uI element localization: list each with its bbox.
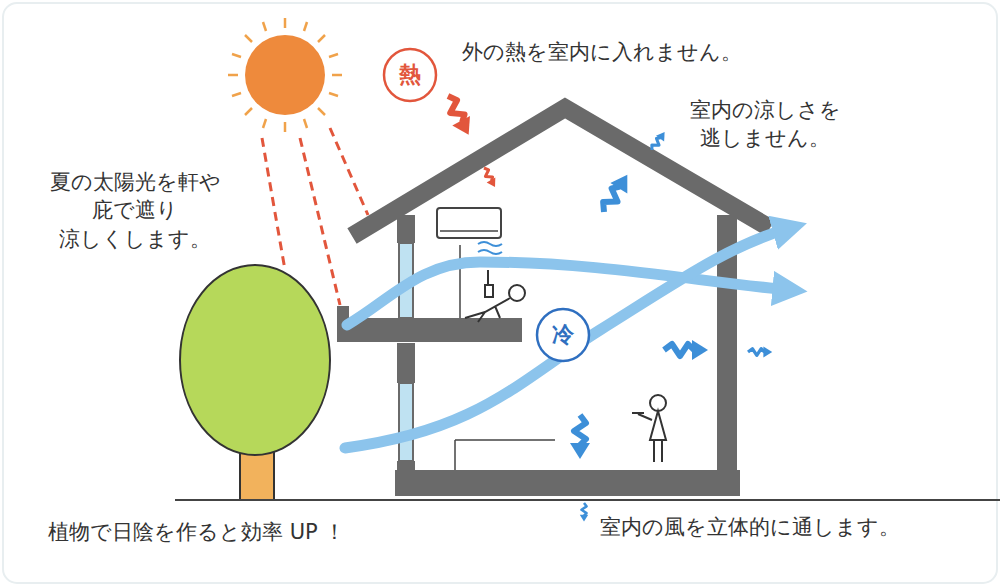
circle-badge: 熱 (382, 47, 438, 103)
note-text: 室内の風を立体的に通します。 (600, 513, 995, 541)
person-standing (632, 395, 666, 462)
note-text: 植物で日陰を作ると効率 UP ！ (48, 518, 508, 546)
heat-arrow (439, 91, 499, 189)
frame (3, 3, 997, 583)
circle-shape (384, 49, 436, 101)
badge-text: 冷 (552, 324, 574, 346)
air-conditioner (437, 208, 502, 254)
circle-badge: 冷 (535, 307, 591, 363)
note-text: 夏の太陽光を軒や 庇で遮り 涼しくします。 (20, 168, 250, 253)
badge-text: 熱 (399, 64, 421, 86)
note-text: 室内の涼しさを 逃しません。 (660, 96, 870, 153)
tree (180, 265, 330, 500)
breeze-arrow (345, 228, 790, 448)
note-text: 外の熱を室内に入れません。 (462, 38, 882, 66)
cool-arrow (570, 129, 772, 521)
circle-shape (537, 309, 589, 361)
sun (228, 18, 342, 132)
person-lying (465, 270, 525, 322)
ground-line (175, 499, 1000, 501)
